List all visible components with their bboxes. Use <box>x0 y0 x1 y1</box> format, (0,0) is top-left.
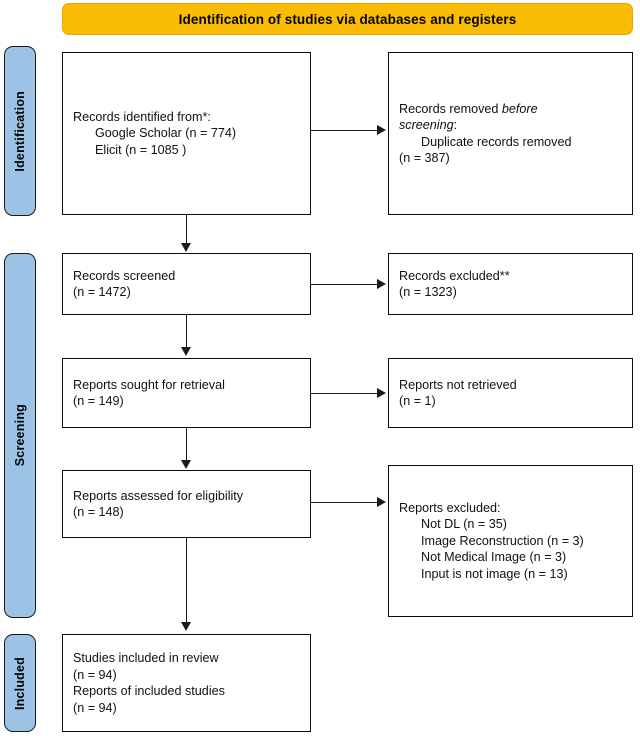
records-removed-text-a: Records removed <box>399 101 502 116</box>
records-excluded-line-1: Records excluded** <box>399 268 510 283</box>
records-removed-line-4: (n = 387) <box>399 151 450 165</box>
arrowhead-screened-to-excluded <box>377 279 386 289</box>
records-screened-line-2: (n = 1472) <box>73 285 131 299</box>
stage-label-identification: Identification <box>13 90 27 172</box>
records-screened-line-1: Records screened <box>73 268 176 283</box>
studies-included-line-4: (n = 94) <box>73 700 117 715</box>
records-removed-line-1: Records removed before <box>399 101 622 118</box>
box-records-screened: Records screened (n = 1472) <box>62 253 311 315</box>
arrowhead-sought-to-not-retrieved <box>377 388 386 398</box>
reports-sought-line-2: (n = 149) <box>73 394 124 408</box>
box-studies-included: Studies included in review (n = 94) Repo… <box>62 634 311 732</box>
arrowhead-sought-to-assessed <box>181 460 191 469</box>
box-records-identified: Records identified from*: Google Scholar… <box>62 52 311 215</box>
arrowhead-identified-to-removed <box>377 125 386 135</box>
records-identified-line-2: Google Scholar (n = 774) <box>95 126 237 141</box>
diagram-header-banner: Identification of studies via databases … <box>62 3 633 35</box>
box-reports-not-retrieved: Reports not retrieved (n = 1) <box>388 358 633 428</box>
connector-assessed-to-excluded <box>311 502 377 503</box>
arrowhead-screened-to-sought <box>181 347 191 356</box>
arrowhead-identified-to-screened <box>181 243 191 252</box>
reports-not-retrieved-line-2: (n = 1) <box>399 394 436 408</box>
reports-assessed-line-2: (n = 148) <box>73 505 124 519</box>
connector-sought-to-assessed <box>186 428 187 462</box>
records-removed-line-2: screening: <box>399 117 622 134</box>
connector-screened-to-sought <box>186 315 187 349</box>
stage-bar-identification: Identification <box>4 46 36 216</box>
stage-bar-included: Included <box>4 634 36 732</box>
box-reports-sought: Reports sought for retrieval (n = 149) <box>62 358 311 428</box>
reports-excluded-reason-2: Image Reconstruction (n = 3) <box>421 533 584 548</box>
reports-sought-line-1: Reports sought for retrieval <box>73 377 225 392</box>
reports-excluded-reason-1: Not DL (n = 35) <box>421 517 507 532</box>
studies-included-line-2: (n = 94) <box>73 667 117 682</box>
box-reports-excluded: Reports excluded: Not DL (n = 35) Image … <box>388 465 633 617</box>
box-reports-assessed: Reports assessed for eligibility (n = 14… <box>62 470 311 538</box>
connector-identified-to-screened <box>186 215 187 245</box>
arrowhead-assessed-to-excluded <box>377 497 386 507</box>
records-excluded-line-2: (n = 1323) <box>399 285 457 299</box>
connector-assessed-to-included <box>186 538 187 624</box>
reports-excluded-reason-4: Input is not image (n = 13) <box>421 566 568 581</box>
reports-assessed-line-1: Reports assessed for eligibility <box>73 488 244 503</box>
connector-identified-to-removed <box>311 130 377 131</box>
box-records-excluded: Records excluded** (n = 1323) <box>388 253 633 315</box>
records-removed-line-3: Duplicate records removed <box>421 134 572 149</box>
diagram-header-title: Identification of studies via databases … <box>178 11 517 27</box>
stage-label-included: Included <box>13 656 27 710</box>
records-removed-text-colon: : <box>453 118 458 132</box>
arrowhead-assessed-to-included <box>181 622 191 631</box>
records-removed-text-screening: screening <box>399 118 454 132</box>
reports-not-retrieved-line-1: Reports not retrieved <box>399 377 517 392</box>
stage-label-screening: Screening <box>13 404 27 467</box>
connector-sought-to-not-retrieved <box>311 393 377 394</box>
studies-included-line-3: Reports of included studies <box>73 684 225 698</box>
records-identified-line-1: Records identified from*: <box>73 109 211 124</box>
studies-included-line-1: Studies included in review <box>73 651 219 665</box>
reports-excluded-heading: Reports excluded: <box>399 500 501 515</box>
box-records-removed: Records removed before screening: Duplic… <box>388 52 633 215</box>
stage-bar-screening: Screening <box>4 253 36 618</box>
connector-screened-to-excluded <box>311 284 377 285</box>
records-identified-line-3: Elicit (n = 1085 ) <box>95 142 187 157</box>
reports-excluded-reason-3: Not Medical Image (n = 3) <box>421 550 567 565</box>
records-removed-text-before: before <box>501 101 538 116</box>
